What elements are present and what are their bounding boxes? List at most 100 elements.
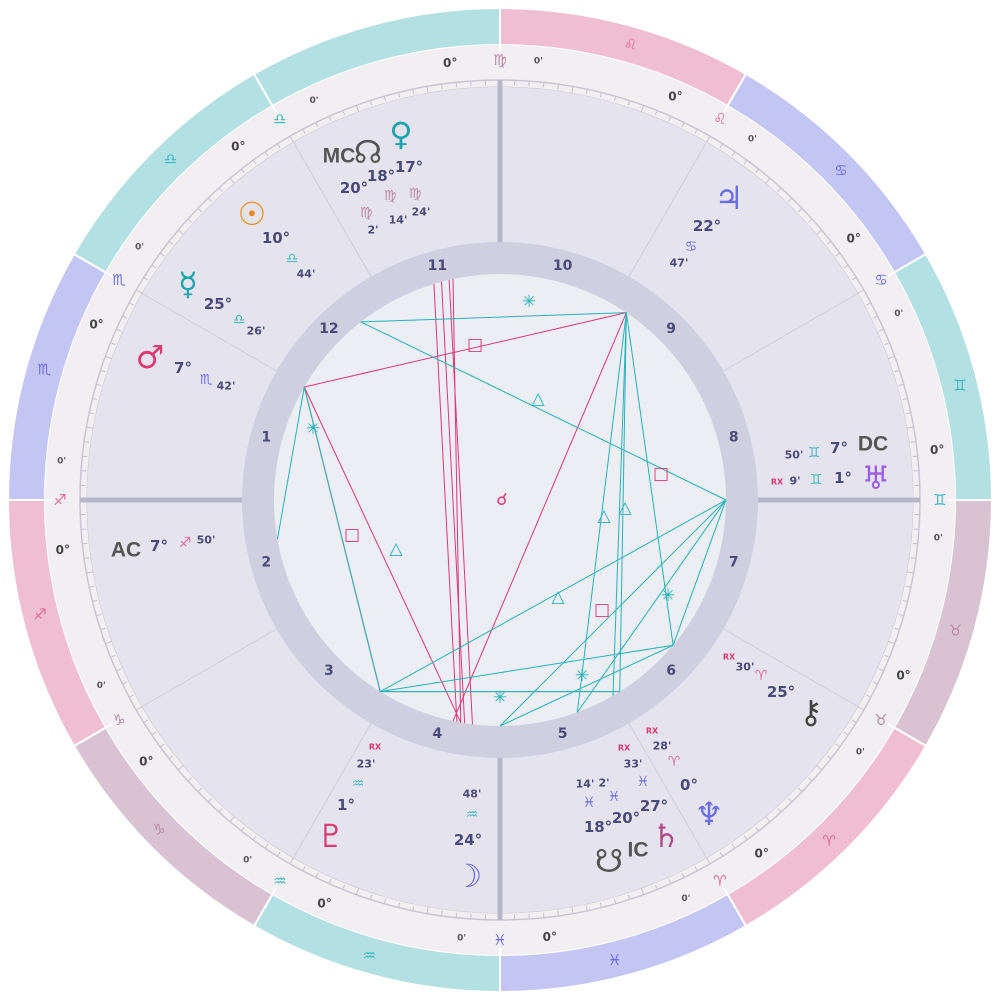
sextile-aspect-icon: ✳ bbox=[661, 586, 675, 606]
degree-tick bbox=[878, 328, 884, 332]
jupiter-degree: 22° bbox=[693, 217, 721, 235]
aspect-line-square bbox=[433, 283, 458, 722]
aquarius-sign-icon: ♒ bbox=[363, 947, 376, 965]
degree-tick bbox=[872, 315, 878, 319]
uranus-icon: ♅ bbox=[862, 459, 891, 497]
neptune-retrograde-badge: RX bbox=[646, 727, 659, 736]
degree-tick bbox=[755, 168, 759, 174]
cusp-degree: 0° bbox=[847, 231, 861, 245]
cusp-degree: 0° bbox=[896, 668, 910, 682]
square-aspect-icon: □ bbox=[467, 335, 483, 355]
degree-tick bbox=[116, 328, 122, 332]
cusp-degree: 0° bbox=[317, 897, 331, 911]
degree-tick bbox=[143, 277, 149, 281]
degree-tick bbox=[455, 82, 458, 88]
angle-dc-minute: 50' bbox=[785, 449, 804, 462]
aspect-line-trine bbox=[619, 312, 627, 692]
moon-icon: ☽ bbox=[454, 857, 483, 895]
degree-tick bbox=[905, 412, 911, 415]
degree-tick bbox=[412, 905, 415, 911]
trine-aspect-icon: △ bbox=[531, 389, 545, 409]
libra-sign-icon: ♎ bbox=[164, 150, 177, 168]
sextile-aspect-icon: ✳ bbox=[575, 666, 589, 686]
degree-tick bbox=[654, 884, 658, 890]
degree-tick bbox=[128, 302, 134, 306]
aspect-line-trine bbox=[576, 312, 627, 713]
angle-dc-sign-icon: ♊ bbox=[808, 445, 821, 461]
degree-tick bbox=[122, 315, 128, 319]
mercury-degree: 25° bbox=[204, 295, 232, 313]
saturn-sign-icon: ♓ bbox=[637, 774, 650, 790]
cusp-divider bbox=[271, 105, 277, 113]
degree-tick bbox=[441, 84, 443, 90]
house-number: 7 bbox=[729, 555, 739, 571]
degree-tick bbox=[866, 694, 872, 698]
degree-tick bbox=[694, 128, 698, 134]
degree-tick bbox=[731, 151, 736, 157]
cusp-degree: 0° bbox=[543, 930, 557, 944]
degree-tick bbox=[894, 369, 900, 373]
angle-ac: AC bbox=[111, 539, 141, 562]
aspect-line-trine bbox=[379, 499, 727, 693]
aspect-line-sextile bbox=[499, 644, 674, 727]
uranus-degree: 1° bbox=[834, 469, 852, 487]
aspect-line-square bbox=[448, 279, 473, 725]
sagittarius-cusp-icon: ♐ bbox=[53, 491, 66, 509]
uranus-retrograde-badge: RX bbox=[771, 478, 784, 487]
north-node-minute: 14' bbox=[389, 214, 408, 227]
degree-tick bbox=[905, 585, 911, 588]
saturn-minute: 33' bbox=[624, 758, 643, 771]
cusp-minute: 0' bbox=[894, 309, 903, 319]
chiron-degree: 25° bbox=[767, 683, 795, 701]
sagittarius-sign-icon: ♐ bbox=[33, 606, 46, 624]
degree-tick bbox=[207, 197, 213, 202]
degree-tick bbox=[898, 383, 904, 387]
degree-tick bbox=[369, 100, 373, 106]
degree-tick bbox=[397, 92, 401, 98]
degree-tick bbox=[599, 902, 603, 908]
house-cusp-line bbox=[289, 136, 372, 277]
degree-tick bbox=[798, 207, 803, 213]
degree-tick bbox=[89, 585, 95, 588]
degree-tick bbox=[743, 835, 748, 841]
capricorn-cusp-icon: ♑ bbox=[112, 711, 125, 729]
degree-tick bbox=[808, 777, 813, 782]
degree-tick bbox=[787, 798, 793, 803]
house-cusp-line bbox=[136, 289, 277, 372]
south-node-sign-icon: ♓ bbox=[583, 795, 596, 811]
degree-tick bbox=[218, 808, 223, 813]
conjunction-aspect-icon: ☌ bbox=[496, 490, 507, 510]
degree-tick bbox=[218, 187, 223, 192]
degree-tick bbox=[143, 719, 149, 723]
degree-tick bbox=[328, 878, 332, 884]
degree-tick bbox=[719, 143, 723, 149]
moon-sign-icon: ♒ bbox=[466, 807, 479, 823]
cancer-sign-icon: ♋ bbox=[834, 162, 847, 180]
cusp-divider bbox=[271, 887, 277, 895]
gemini-cusp-icon: ♊ bbox=[933, 491, 946, 509]
aspect-lines: □□□□△△△△△✳✳✳✳✳☌ bbox=[276, 278, 727, 727]
neptune-minute: 28' bbox=[653, 740, 672, 753]
degree-tick bbox=[787, 197, 793, 202]
degree-tick bbox=[92, 599, 98, 603]
degree-tick bbox=[110, 654, 116, 658]
degree-tick bbox=[187, 777, 192, 782]
house-cusp-line bbox=[136, 628, 277, 711]
cusp-minute: 0' bbox=[856, 747, 865, 757]
degree-tick bbox=[542, 82, 545, 88]
degree-tick bbox=[315, 122, 319, 128]
aspect-line-sextile bbox=[672, 499, 727, 646]
gemini-sign-icon: ♊ bbox=[953, 376, 966, 394]
degree-tick bbox=[110, 342, 116, 346]
angle-mc: MC bbox=[323, 145, 356, 168]
aspect-line-square bbox=[304, 312, 627, 388]
uranus-sign-icon: ♊ bbox=[810, 472, 823, 488]
degree-tick bbox=[835, 252, 841, 257]
cusp-divider bbox=[105, 271, 113, 277]
virgo-cusp-icon: ♍ bbox=[493, 51, 506, 69]
aspect-line-square bbox=[303, 386, 462, 723]
degree-tick bbox=[557, 910, 559, 916]
cusp-degree: 0° bbox=[930, 443, 944, 457]
angle-mc-minute: 2' bbox=[367, 224, 378, 237]
chiron-icon: ⚷ bbox=[799, 693, 822, 731]
